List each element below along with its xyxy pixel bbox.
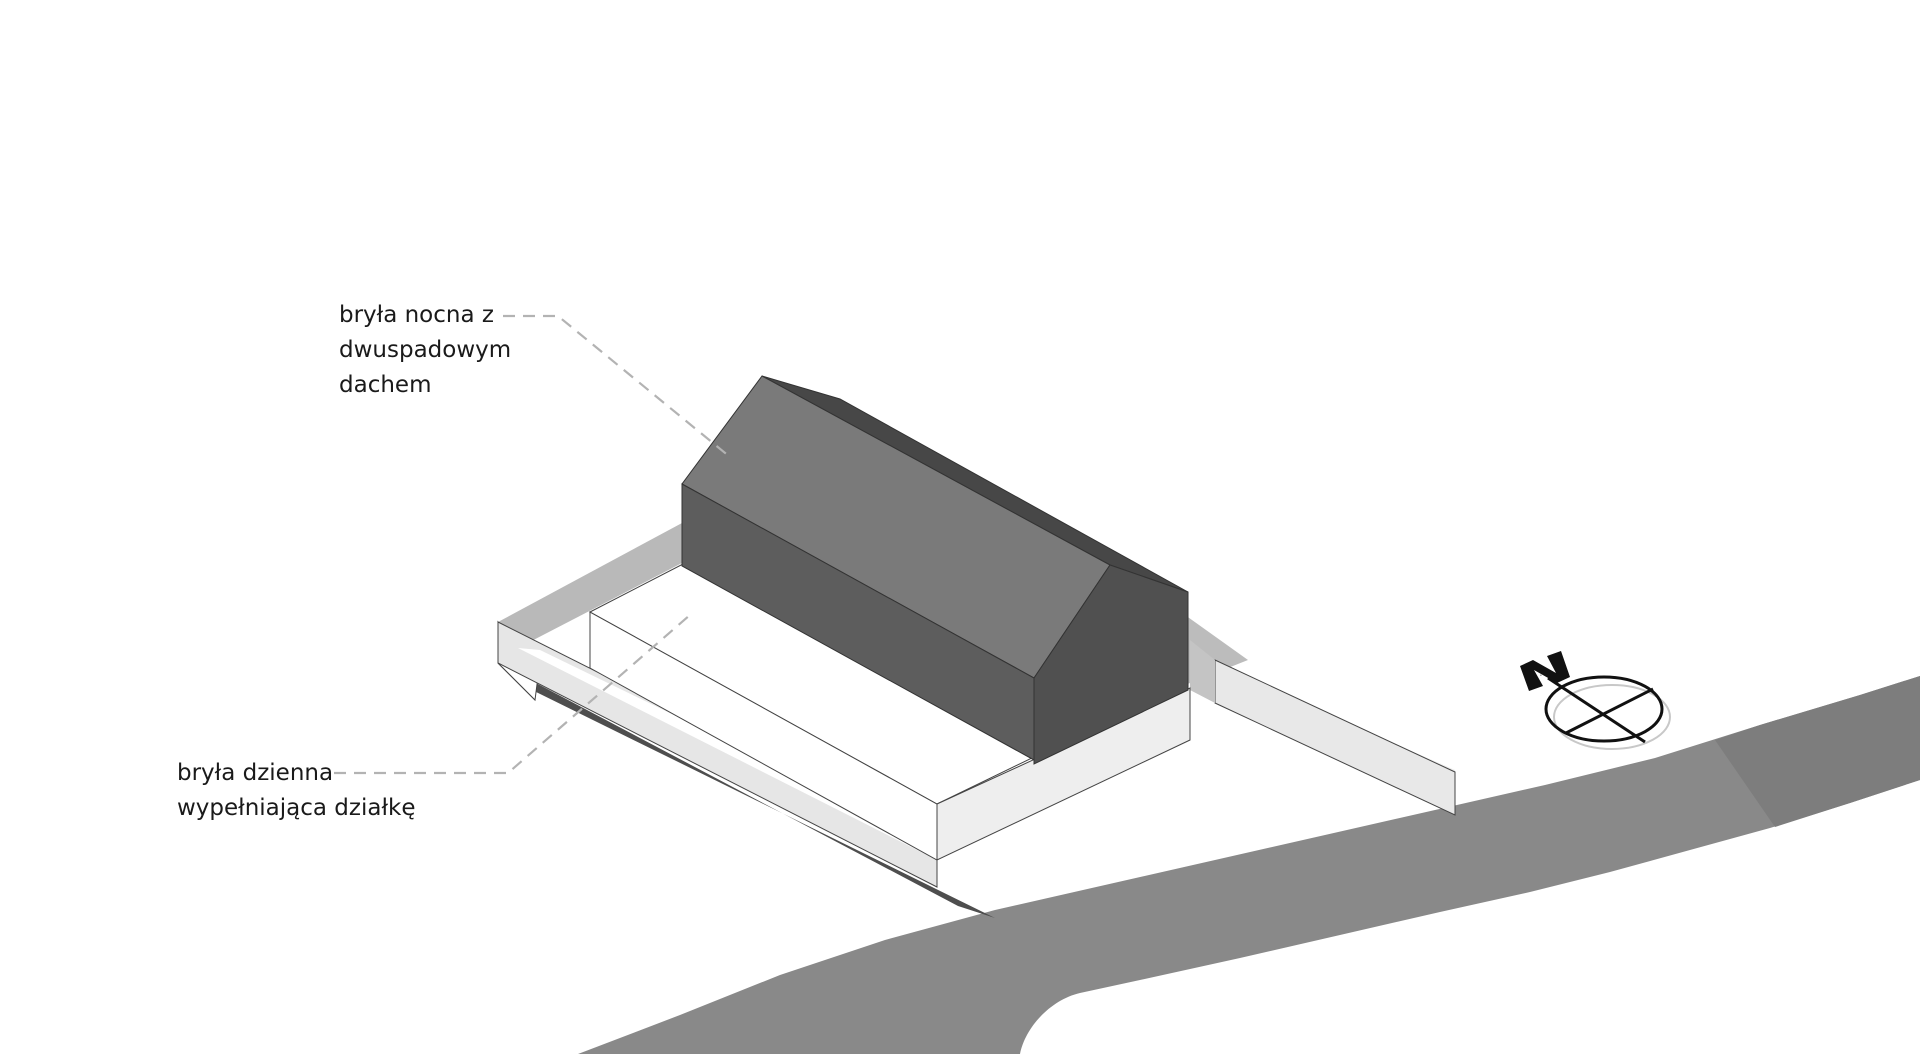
gable-wall [1033, 564, 1189, 765]
north-arrow-shadow-ring [1553, 684, 1671, 750]
north-arrow-axis-ns [1547, 676, 1646, 744]
label-night-line-1: bryła nocna z [339, 302, 494, 328]
label-night-volume: bryła nocna z dwuspadowym dachem [339, 298, 511, 403]
road [578, 676, 1920, 1054]
night-volume [681, 375, 1189, 765]
label-day-volume: bryła dzienna wypełniająca działkę [177, 756, 415, 826]
boundary-walls [497, 523, 1456, 888]
label-night-line-2: dwuspadowym [339, 337, 512, 363]
label-day-line-1: bryła dzienna [177, 760, 334, 786]
leader-line-night [503, 314, 731, 458]
right-wall-face [1214, 659, 1456, 816]
road-surface [578, 676, 1920, 1054]
right-wall-shadow [1190, 640, 1215, 703]
north-arrow-ring [1544, 675, 1664, 743]
north-letter: N [1540, 675, 1542, 677]
leader-lines [334, 314, 731, 775]
label-night-line-3: dachem [339, 372, 432, 398]
label-day-line-2: wypełniająca działkę [177, 795, 416, 821]
north-arrow-axis-ew [1565, 687, 1654, 735]
front-wall-inner [518, 648, 937, 860]
back-wall-top [498, 523, 682, 648]
road-shade [1715, 676, 1920, 827]
north-arrow: N [1520, 651, 1671, 750]
north-arrow-letter-shape [1520, 651, 1570, 691]
day-volume [588, 562, 1191, 861]
